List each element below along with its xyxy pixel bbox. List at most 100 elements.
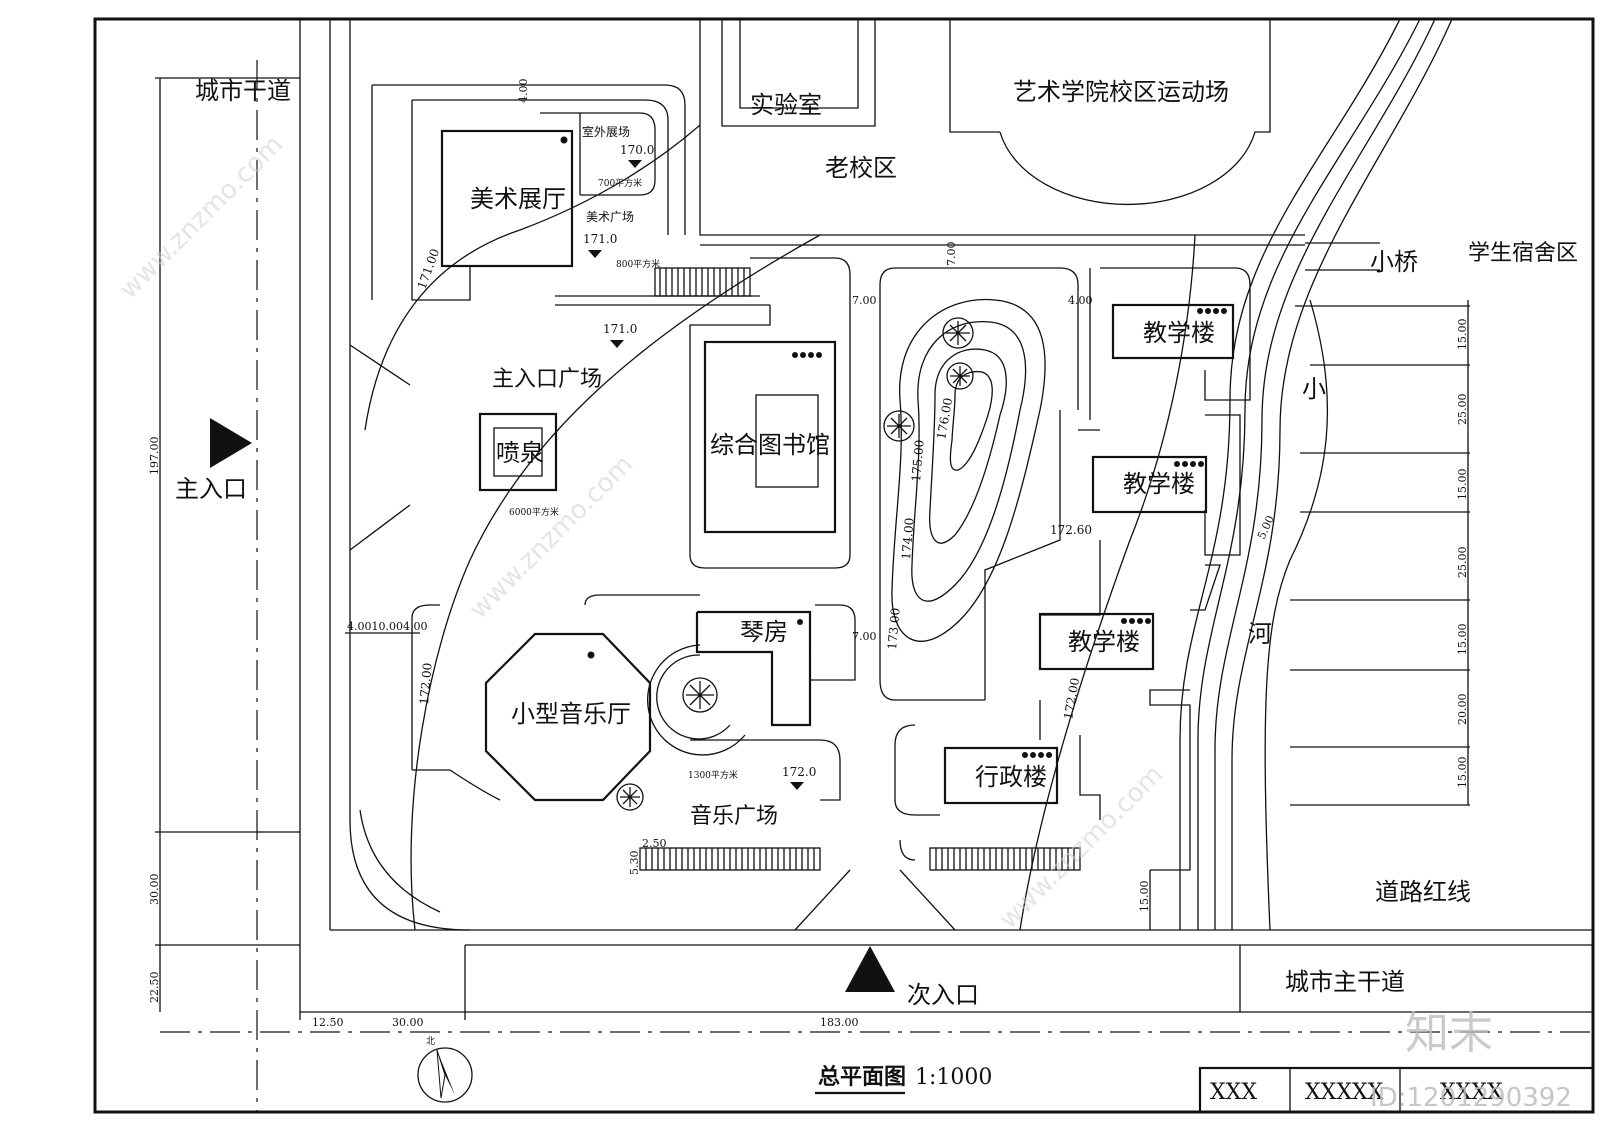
teaching-2-label: 教学楼 bbox=[1123, 470, 1195, 498]
stairs-1 bbox=[654, 267, 751, 297]
tree-icon bbox=[942, 317, 974, 349]
dim-19700: 197.00 bbox=[148, 437, 161, 476]
elev-17260: 172.60 bbox=[1050, 523, 1092, 537]
art-gallery-label: 美术展厅 bbox=[470, 185, 566, 213]
building-teaching-1 bbox=[1111, 303, 1235, 360]
dimension-lines bbox=[155, 77, 1469, 1020]
stairs-2 bbox=[639, 847, 821, 871]
contour-lines bbox=[364, 124, 1196, 931]
library-label: 综合图书馆 bbox=[710, 431, 830, 459]
dim-3000-v: 30.00 bbox=[148, 874, 161, 906]
sports-field-label: 艺术学院校区运动场 bbox=[1013, 78, 1229, 106]
dorm-label: 学生宿舍区 bbox=[1468, 241, 1578, 266]
watermark-id: ID:1201290392 bbox=[1370, 1083, 1572, 1113]
teaching-3-label: 教学楼 bbox=[1068, 628, 1140, 656]
elev-music: 172.0 bbox=[782, 765, 816, 779]
building-admin bbox=[943, 746, 1059, 805]
roads bbox=[160, 19, 1593, 1112]
dim-2250: 22.50 bbox=[148, 972, 161, 1004]
river-label-2: 河 bbox=[1248, 620, 1272, 648]
elevation-markers bbox=[588, 160, 804, 790]
dim-250: 2.50 bbox=[642, 837, 667, 850]
outdoor-area-label: 700平方米 bbox=[598, 177, 642, 189]
title-block bbox=[815, 1066, 1595, 1114]
north-arrow-icon bbox=[417, 1047, 473, 1103]
title-block-c2: XXXXX bbox=[1305, 1080, 1384, 1105]
outdoor-exhibit-label: 室外展场 bbox=[582, 124, 630, 139]
old-campus-label: 老校区 bbox=[825, 154, 897, 182]
north-label: 北 bbox=[426, 1036, 435, 1047]
dim-700-b: 7.00 bbox=[852, 294, 877, 307]
dim-530: 5.30 bbox=[628, 851, 641, 876]
tree-icon bbox=[616, 783, 644, 811]
contour-175: 175.00 bbox=[909, 439, 927, 482]
music-area-label: 1300平方米 bbox=[688, 769, 738, 781]
tree-icons bbox=[616, 317, 974, 811]
site-paths bbox=[371, 84, 1251, 871]
secondary-entrance-arrow bbox=[845, 946, 895, 992]
river-label-1: 小 bbox=[1302, 375, 1326, 403]
dim-top-400: 4.00 bbox=[517, 79, 530, 104]
dim-1500-a: 15.00 bbox=[1456, 319, 1469, 351]
contour-172b: 172.00 bbox=[1061, 677, 1082, 721]
pond-contours bbox=[891, 298, 1046, 642]
drawing-frame bbox=[93, 17, 1595, 1114]
plan-title: 总平面图 bbox=[818, 1064, 906, 1090]
bridge-label: 小桥 bbox=[1370, 248, 1418, 276]
contour-173: 173.00 bbox=[885, 607, 903, 650]
watermark-site: www.znzmo.com bbox=[114, 130, 289, 305]
elev-art: 171.0 bbox=[583, 232, 617, 246]
building-piano-room bbox=[695, 610, 812, 727]
admin-label: 行政楼 bbox=[975, 763, 1047, 791]
building-concert-hall bbox=[484, 632, 652, 802]
entrance-plaza-label: 主入口广场 bbox=[492, 367, 602, 392]
dim-18300: 183.00 bbox=[820, 1016, 859, 1029]
fountain bbox=[478, 412, 558, 492]
secondary-entrance-label: 次入口 bbox=[907, 981, 979, 1009]
dim-2000: 20.00 bbox=[1456, 694, 1469, 726]
contour-171: 171.00 bbox=[415, 247, 443, 291]
building-teaching-2 bbox=[1091, 455, 1208, 514]
contour-172: 172.00 bbox=[417, 662, 435, 705]
elev-entrance: 171.0 bbox=[603, 322, 637, 336]
stairs-3 bbox=[929, 847, 1081, 871]
dim-500: 5.00 bbox=[1255, 514, 1277, 542]
dim-700-c: 7.00 bbox=[852, 630, 877, 643]
road-label-redline: 道路红线 bbox=[1375, 878, 1471, 906]
dim-1500-b: 15.00 bbox=[1456, 469, 1469, 501]
dim-1250: 12.50 bbox=[312, 1016, 344, 1029]
road-label-main: 城市主干道 bbox=[1285, 968, 1405, 996]
tree-icon bbox=[682, 677, 718, 713]
building-library bbox=[703, 340, 837, 534]
watermark-brand: 知末 bbox=[1405, 1008, 1493, 1059]
watermark-site: www.znzmo.com bbox=[464, 450, 639, 625]
title-block-c1: XXX bbox=[1210, 1080, 1257, 1105]
watermarks: www.znzmo.com www.znzmo.com www.znzmo.co… bbox=[114, 130, 1572, 1113]
dim-1500-c: 15.00 bbox=[1456, 624, 1469, 656]
entrance-area-label: 6000平方米 bbox=[509, 506, 559, 518]
tree-icon bbox=[883, 410, 915, 442]
main-entrance-arrow bbox=[210, 418, 252, 468]
dim-700-a: 7.00 bbox=[945, 242, 958, 267]
old-campus bbox=[699, 19, 1470, 806]
tree-icon bbox=[946, 362, 974, 390]
plan-scale: 1:1000 bbox=[915, 1065, 992, 1090]
river bbox=[1179, 18, 1453, 931]
teaching-1-label: 教学楼 bbox=[1143, 319, 1215, 347]
dim-400-b: 4.00 bbox=[1068, 294, 1093, 307]
title-block-c3: XXXX bbox=[1440, 1080, 1503, 1105]
main-entrance-label: 主入口 bbox=[175, 475, 247, 503]
dim-3000-h: 30.00 bbox=[392, 1016, 424, 1029]
concert-hall-label: 小型音乐厅 bbox=[511, 700, 631, 728]
fountain-label: 喷泉 bbox=[496, 439, 544, 467]
art-area-label: 800平方米 bbox=[616, 258, 660, 270]
building-art-gallery bbox=[440, 129, 574, 268]
music-plaza-label: 音乐广场 bbox=[690, 804, 778, 829]
lab-label: 实验室 bbox=[750, 91, 822, 119]
road-label-arterial: 城市干道 bbox=[195, 77, 291, 105]
art-plaza-label: 美术广场 bbox=[586, 210, 634, 224]
labels: 城市干道 城市主干道 道路红线 主入口 次入口 实验室 艺术学院校区运动场 老校… bbox=[148, 77, 1578, 1105]
dim-left: 4.0010.004.00 bbox=[347, 620, 427, 633]
piano-room-label: 琴房 bbox=[740, 618, 788, 646]
